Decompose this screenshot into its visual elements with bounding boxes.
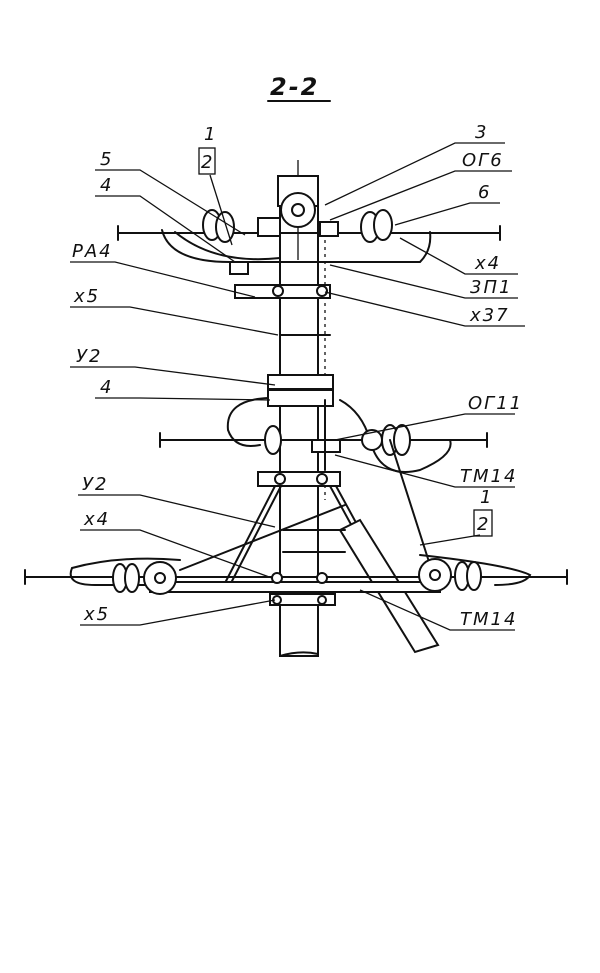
- label-x5-top: x5: [73, 286, 100, 307]
- label-x5-bottom: x5: [83, 604, 110, 625]
- label-tm14-top: ТМ14: [460, 466, 517, 487]
- label-x37: x37: [469, 305, 510, 326]
- label-4-top: 4: [100, 175, 113, 196]
- label-y2-top: У2: [76, 346, 102, 367]
- label-2-right: 2: [477, 514, 490, 535]
- label-1-right: 1: [480, 487, 493, 508]
- label-1-top: 1: [204, 124, 217, 145]
- section-title: 2-2: [270, 73, 319, 101]
- leader-lines: [70, 142, 525, 631]
- label-6: 6: [478, 182, 491, 203]
- label-3: 3: [475, 122, 488, 143]
- label-og6: ОГ6: [462, 150, 504, 171]
- label-x4-left: x4: [83, 509, 110, 530]
- bottom-crossarm: [24, 439, 568, 654]
- label-3p1: 3П1: [470, 277, 512, 298]
- label-box: [198, 147, 216, 175]
- label-x4-right: x4: [474, 253, 501, 274]
- label-box-right: [473, 509, 493, 537]
- label-4-middle: 4: [100, 377, 113, 398]
- label-pa4: РА4: [72, 241, 113, 262]
- label-og11: ОГ11: [468, 393, 523, 414]
- label-tm14-bottom: ТМ14: [460, 609, 517, 630]
- label-y2-bottom: У2: [82, 474, 108, 495]
- label-5: 5: [100, 149, 113, 170]
- top-crossarm: [117, 192, 501, 336]
- middle-crossarm: [159, 374, 488, 487]
- label-2-top: 2: [201, 152, 214, 173]
